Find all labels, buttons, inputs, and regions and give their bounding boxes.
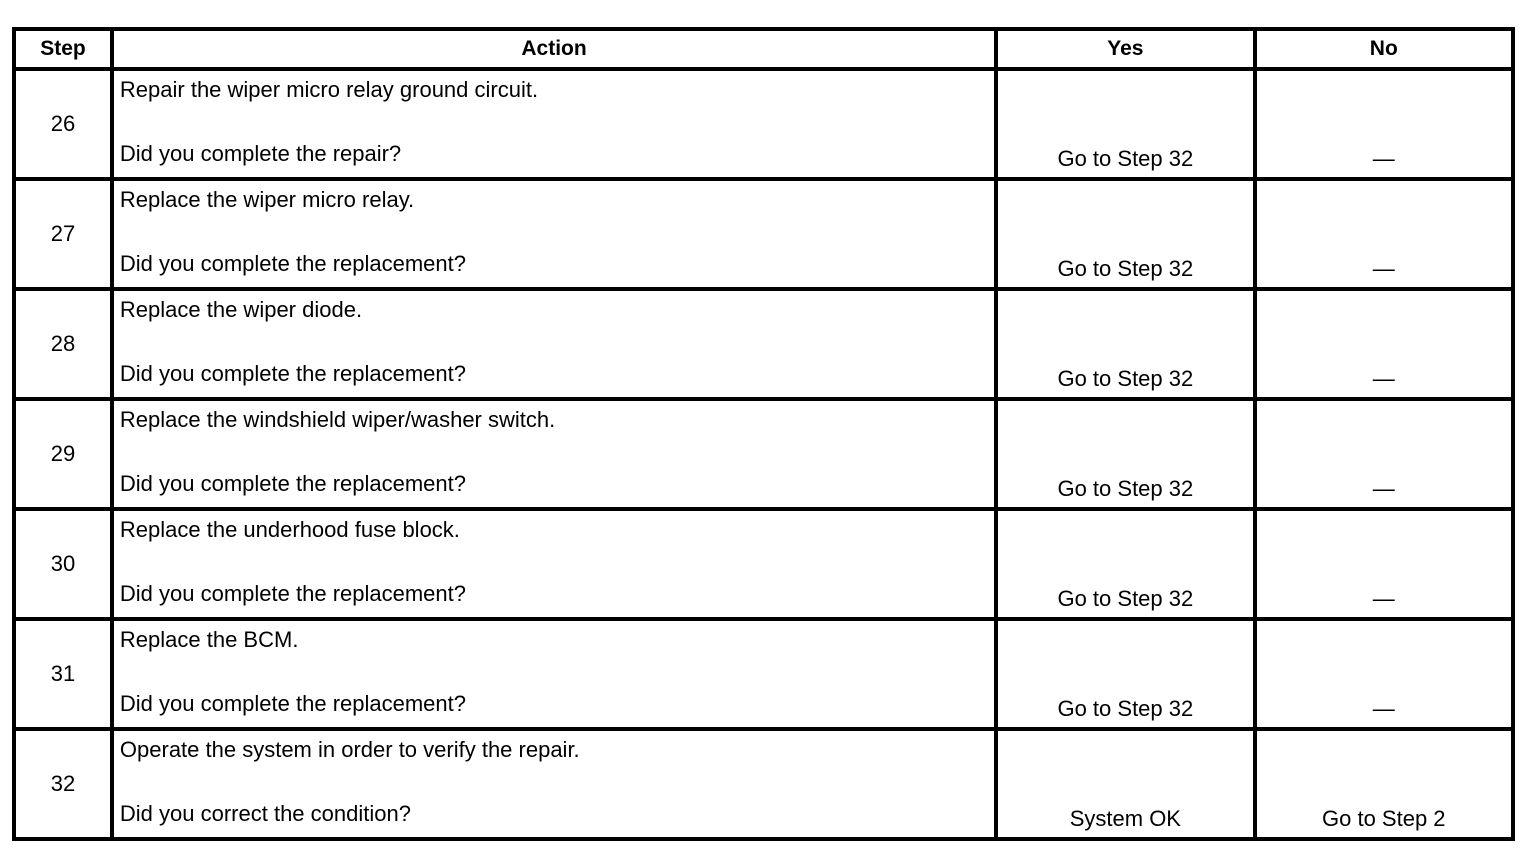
action-text: Replace the underhood fuse block. bbox=[119, 517, 460, 542]
action-cell: Replace the windshield wiper/washer swit… bbox=[109, 397, 999, 511]
no-cell: — bbox=[1252, 67, 1516, 181]
no-result: — bbox=[1372, 476, 1395, 501]
table-body: 26 Repair the wiper micro relay ground c… bbox=[12, 67, 1516, 841]
yes-cell: Go to Step 32 bbox=[994, 507, 1257, 621]
action-question: Did you complete the replacement? bbox=[119, 251, 466, 276]
yes-cell: Go to Step 32 bbox=[994, 287, 1257, 401]
no-result: — bbox=[1372, 366, 1395, 391]
step-number: 31 bbox=[12, 617, 114, 731]
action-cell: Replace the underhood fuse block. Did yo… bbox=[109, 507, 999, 621]
action-cell: Operate the system in order to verify th… bbox=[109, 727, 999, 841]
no-result: — bbox=[1372, 696, 1395, 721]
yes-cell: Go to Step 32 bbox=[994, 177, 1257, 291]
yes-cell: Go to Step 32 bbox=[994, 397, 1257, 511]
yes-cell: Go to Step 32 bbox=[994, 617, 1257, 731]
no-cell: — bbox=[1252, 617, 1516, 731]
yes-result: Go to Step 32 bbox=[1057, 146, 1194, 171]
yes-result: Go to Step 32 bbox=[1057, 476, 1194, 501]
yes-result: Go to Step 32 bbox=[1057, 256, 1194, 281]
no-result: — bbox=[1372, 256, 1395, 281]
diagnostic-table: Step Action Yes No 26 Repair the wiper m… bbox=[12, 27, 1516, 841]
table-row: 28 Replace the wiper diode. Did you comp… bbox=[12, 287, 1516, 401]
no-result: — bbox=[1372, 586, 1395, 611]
table-row: 29 Replace the windshield wiper/washer s… bbox=[12, 397, 1516, 511]
action-cell: Replace the wiper diode. Did you complet… bbox=[109, 287, 999, 401]
no-cell: — bbox=[1252, 287, 1516, 401]
step-number: 26 bbox=[12, 67, 114, 181]
table-row: 26 Repair the wiper micro relay ground c… bbox=[12, 67, 1516, 181]
action-text: Replace the windshield wiper/washer swit… bbox=[119, 407, 556, 432]
table-row: 31 Replace the BCM. Did you complete the… bbox=[12, 617, 1516, 731]
action-text: Repair the wiper micro relay ground circ… bbox=[119, 77, 539, 102]
action-cell: Replace the wiper micro relay. Did you c… bbox=[109, 177, 999, 291]
action-question: Did you complete the replacement? bbox=[119, 471, 466, 496]
yes-result: Go to Step 32 bbox=[1057, 586, 1194, 611]
yes-result: Go to Step 32 bbox=[1057, 366, 1194, 391]
step-number: 29 bbox=[12, 397, 114, 511]
action-cell: Repair the wiper micro relay ground circ… bbox=[109, 67, 999, 181]
step-number: 28 bbox=[12, 287, 114, 401]
step-number: 32 bbox=[12, 727, 114, 841]
no-result: Go to Step 2 bbox=[1322, 806, 1446, 831]
header-action: Action bbox=[109, 27, 999, 71]
action-question: Did you correct the condition? bbox=[119, 801, 411, 826]
yes-cell: Go to Step 32 bbox=[994, 67, 1257, 181]
action-question: Did you complete the replacement? bbox=[119, 581, 466, 606]
no-cell: Go to Step 2 bbox=[1252, 727, 1516, 841]
action-text: Replace the wiper diode. bbox=[119, 297, 363, 322]
action-cell: Replace the BCM. Did you complete the re… bbox=[109, 617, 999, 731]
yes-result: System OK bbox=[1069, 806, 1181, 831]
action-text: Replace the wiper micro relay. bbox=[119, 187, 415, 212]
table-row: 32 Operate the system in order to verify… bbox=[12, 727, 1516, 841]
action-text: Operate the system in order to verify th… bbox=[119, 737, 580, 762]
action-question: Did you complete the replacement? bbox=[119, 361, 466, 386]
no-cell: — bbox=[1252, 397, 1516, 511]
table-row: 27 Replace the wiper micro relay. Did yo… bbox=[12, 177, 1516, 291]
no-cell: — bbox=[1252, 177, 1516, 291]
header-row: Step Action Yes No bbox=[12, 27, 1516, 71]
action-text: Replace the BCM. bbox=[119, 627, 299, 652]
action-question: Did you complete the repair? bbox=[119, 141, 402, 166]
step-number: 27 bbox=[12, 177, 114, 291]
no-result: — bbox=[1372, 146, 1395, 171]
header-no: No bbox=[1252, 27, 1516, 71]
yes-cell: System OK bbox=[994, 727, 1257, 841]
yes-result: Go to Step 32 bbox=[1057, 696, 1194, 721]
action-question: Did you complete the replacement? bbox=[119, 691, 466, 716]
header-yes: Yes bbox=[994, 27, 1257, 71]
header-step: Step bbox=[12, 27, 114, 71]
no-cell: — bbox=[1252, 507, 1516, 621]
table-row: 30 Replace the underhood fuse block. Did… bbox=[12, 507, 1516, 621]
step-number: 30 bbox=[12, 507, 114, 621]
